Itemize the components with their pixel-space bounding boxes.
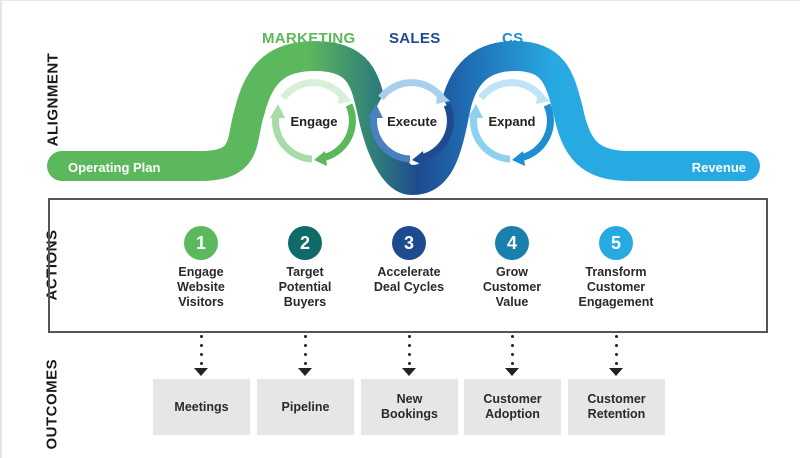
action-line: Value (495, 295, 529, 309)
top-border (0, 0, 800, 1)
action-text: Accelerate Deal Cycles (354, 265, 464, 295)
outcome-line: Adoption (485, 407, 540, 421)
expand-loop (468, 79, 554, 166)
arrow-head-icon (468, 104, 483, 118)
section-label-alignment: ALIGNMENT (44, 48, 62, 151)
stage-title-sales: SALES (389, 30, 441, 47)
action-item: 1 Engage Website Visitors (146, 226, 256, 310)
section-label-outcomes: OUTCOMES (43, 359, 61, 453)
arrow-head-icon (412, 151, 425, 166)
dotted-connector (200, 335, 204, 367)
down-arrow-icon (609, 368, 623, 376)
outcome-box-meetings: Meetings (153, 379, 250, 435)
action-line: Transform (585, 265, 647, 279)
step-number-badge: 1 (184, 226, 218, 260)
alignment-flow-graphic: Engage Execute Expand Operating Plan Rev… (47, 41, 760, 195)
action-line: Website (177, 280, 225, 294)
action-line: Potential (278, 280, 332, 294)
arrow-head-icon (536, 90, 550, 104)
flow-ribbon (47, 41, 760, 195)
action-line: Target (286, 265, 324, 279)
outcome-line: Meetings (174, 399, 229, 414)
action-text: Grow Customer Value (457, 265, 567, 310)
action-item: 5 Transform Customer Engagement (561, 226, 671, 310)
actions-box (48, 198, 768, 333)
arrow-head-icon (338, 90, 352, 104)
action-item: 4 Grow Customer Value (457, 226, 567, 310)
execute-label: Execute (387, 114, 437, 129)
action-text: Target Potential Buyers (250, 265, 360, 310)
operating-plan-label: Operating Plan (68, 160, 161, 175)
left-border (0, 0, 2, 458)
execute-loop (368, 79, 454, 166)
down-arrow-icon (505, 368, 519, 376)
step-number-badge: 5 (599, 226, 633, 260)
action-line: Customer (482, 280, 542, 294)
arrow-head-icon (436, 90, 450, 104)
action-line: Engage (178, 265, 224, 279)
step-number-badge: 3 (392, 226, 426, 260)
action-text: Engage Website Visitors (146, 265, 256, 310)
action-line: Grow (496, 265, 528, 279)
arrow-head-icon (270, 104, 285, 118)
expand-label: Expand (489, 114, 536, 129)
action-line: Deal Cycles (373, 280, 445, 294)
outcome-box-pipeline: Pipeline (257, 379, 354, 435)
down-arrow-icon (298, 368, 312, 376)
revenue-label: Revenue (692, 160, 746, 175)
outcome-line: Retention (587, 407, 646, 421)
stage-title-marketing: MARKETING (262, 30, 356, 47)
step-number-badge: 2 (288, 226, 322, 260)
engage-loop (270, 79, 356, 166)
outcome-line: Customer (587, 392, 646, 406)
action-text: Transform Customer Engagement (561, 265, 671, 310)
down-arrow-icon (402, 368, 416, 376)
action-line: Engagement (578, 295, 654, 309)
dotted-connector (304, 335, 308, 367)
step-number-badge: 4 (495, 226, 529, 260)
engage-label: Engage (291, 114, 338, 129)
dotted-connector (511, 335, 515, 367)
outcome-line: New (396, 392, 423, 406)
dotted-connector (615, 335, 619, 367)
dotted-connector (408, 335, 412, 367)
stage-title-cs: CS (502, 30, 524, 47)
action-line: Visitors (178, 295, 224, 309)
arrow-head-icon (512, 151, 525, 166)
arrow-head-icon (368, 104, 383, 118)
arrow-head-icon (314, 151, 327, 166)
outcome-line: Bookings (381, 407, 438, 421)
action-item: 3 Accelerate Deal Cycles (354, 226, 464, 295)
outcome-line: Pipeline (281, 399, 330, 414)
action-item: 2 Target Potential Buyers (250, 226, 360, 310)
down-arrow-icon (194, 368, 208, 376)
action-line: Buyers (283, 295, 327, 309)
outcome-line: Customer (483, 392, 542, 406)
action-line: Accelerate (377, 265, 441, 279)
action-line: Customer (586, 280, 646, 294)
